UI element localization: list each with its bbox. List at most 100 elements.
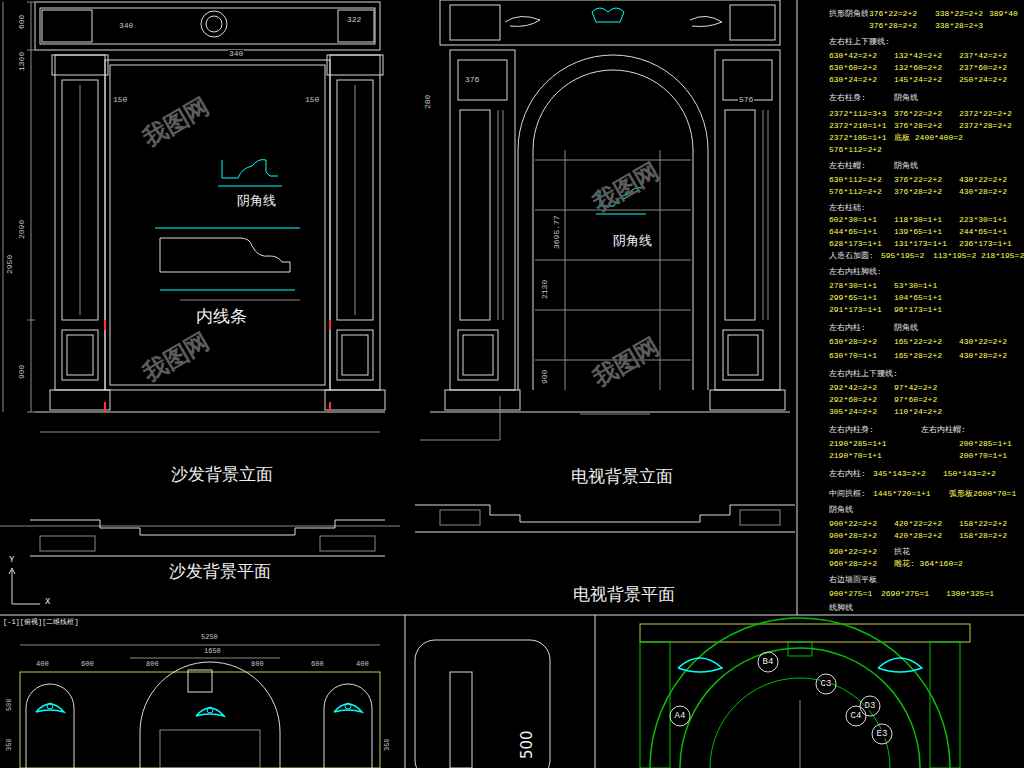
drawing-line <box>463 335 493 375</box>
watermark: 我图网 <box>139 94 213 151</box>
table-cell: 2372*28=2+2 <box>958 122 1013 130</box>
drawing-line <box>723 60 772 100</box>
ornament <box>592 8 624 22</box>
drawing-line <box>35 2 380 50</box>
drawing-label: X <box>44 598 51 607</box>
drawing-label: 400 <box>355 661 370 668</box>
callout-circle <box>846 706 866 726</box>
drawing-label: [-1][俯视][二维线框] <box>2 619 80 626</box>
plan-outline <box>30 556 385 557</box>
table-cell: 阴角线 <box>893 162 919 170</box>
table-cell: 弧形板2600*70=1 <box>948 490 1017 498</box>
table-cell: 237*60=2+2 <box>958 64 1008 72</box>
callout-number: C3 <box>821 680 832 689</box>
drawing-line <box>640 624 970 642</box>
ornament <box>345 703 351 709</box>
table-cell: 左右内柱身: <box>828 426 875 434</box>
callout-circle <box>758 652 778 672</box>
moulding-profile <box>222 160 278 178</box>
table-cell: 376*22=2+2 <box>868 10 918 18</box>
table-cell: 左右内柱上下腰线: <box>828 370 899 378</box>
drawing-line <box>110 65 325 385</box>
panel-border <box>797 0 798 615</box>
ornament <box>690 16 722 26</box>
table-cell: 628*173=1+1 <box>828 240 883 248</box>
drawing-line <box>35 412 385 413</box>
table-cell: 960*22=2+2 <box>828 548 878 556</box>
table-cell: 430*22=2+2 <box>958 176 1008 184</box>
drawing-label: 340 <box>118 22 134 30</box>
rosette <box>201 11 227 37</box>
table-cell: 113*195=2 <box>932 252 977 260</box>
table-cell: 595*195=2 <box>880 252 925 260</box>
table-cell: 145*24=2+2 <box>893 76 943 84</box>
drawing-label: 900 <box>18 364 26 380</box>
ucs-icon <box>9 568 15 574</box>
ucs-icon <box>12 570 40 604</box>
drawing-line <box>450 672 472 768</box>
table-cell: 150*143=2+2 <box>942 470 997 478</box>
drawing-line <box>788 642 812 656</box>
drawing-label: 2090 <box>18 219 26 240</box>
drawing-line <box>430 412 790 413</box>
table-cell: 305*24=2+2 <box>828 408 878 416</box>
drawing-line <box>800 700 801 768</box>
table-cell: 292*60=2+2 <box>828 396 878 404</box>
drawing-line <box>50 390 110 410</box>
table-cell: 218*195=2 <box>980 252 1024 260</box>
drawing-line <box>40 536 95 551</box>
drawing-line <box>67 335 93 375</box>
table-cell: 2372*22=2+2 <box>958 110 1013 118</box>
dimension-line <box>155 228 300 229</box>
table-cell: 左右内柱帽: <box>920 426 967 434</box>
drawing-line <box>710 390 785 410</box>
table-cell: 右边墙面平板 <box>828 576 878 584</box>
table-cell: 1300*325=1 <box>945 590 995 598</box>
table-cell: 左右内柱脚线: <box>828 268 883 276</box>
table-cell: 132*60=2+2 <box>893 64 943 72</box>
table-cell: 2690*275=1 <box>880 590 930 598</box>
drawing-label: 600 <box>80 661 95 668</box>
table-cell: 244*65=1+1 <box>958 228 1008 236</box>
table-cell: 132*42=2+2 <box>893 52 943 60</box>
arch <box>650 618 950 768</box>
drawing-line <box>640 642 670 768</box>
rosette <box>206 16 222 32</box>
table-cell: 110*24=2+2 <box>893 408 943 416</box>
table-cell: 338*22=2+2 <box>934 10 984 18</box>
drawing-line <box>458 330 498 380</box>
drawing-line <box>105 60 330 390</box>
callout-number: D3 <box>865 702 876 711</box>
red-mark <box>104 402 106 412</box>
table-cell: 左右内柱: <box>828 324 867 332</box>
drawing-label: 800 <box>145 661 160 668</box>
table-cell: 96*173=1+1 <box>893 306 943 314</box>
drawing-line <box>52 55 108 75</box>
drawing-line <box>62 330 98 380</box>
table-cell: 430*28=2+2 <box>958 352 1008 360</box>
watermark: 我图网 <box>139 329 213 386</box>
table-cell: 阴角线 <box>893 94 919 102</box>
drawing-label: 500 <box>520 729 535 760</box>
drawing-line <box>40 432 380 433</box>
dimension-tick <box>27 2 35 3</box>
drawing-line <box>337 80 373 320</box>
table-cell: 97*60=2+2 <box>893 396 938 404</box>
drawing-line <box>355 85 356 315</box>
drawing-line <box>450 50 515 390</box>
table-cell: 200*70=1+1 <box>958 452 1008 460</box>
table-cell: 299*65=1+1 <box>828 294 878 302</box>
drawing-line <box>498 110 499 320</box>
drawing-line <box>535 260 691 261</box>
drawing-label: 322 <box>346 16 362 24</box>
drawing-line <box>535 210 691 211</box>
drawing-label: 280 <box>424 94 432 110</box>
dimension-line <box>130 658 280 659</box>
table-cell: 576*112=2+2 <box>828 146 883 154</box>
table-cell: 左右柱础: <box>828 204 867 212</box>
table-cell: 223*30=1+1 <box>958 216 1008 224</box>
table-cell: 2372*112=3+3 <box>828 110 888 118</box>
ornament <box>196 708 224 716</box>
table-cell: 165*22=2+2 <box>893 338 943 346</box>
drawing-line <box>338 10 374 42</box>
